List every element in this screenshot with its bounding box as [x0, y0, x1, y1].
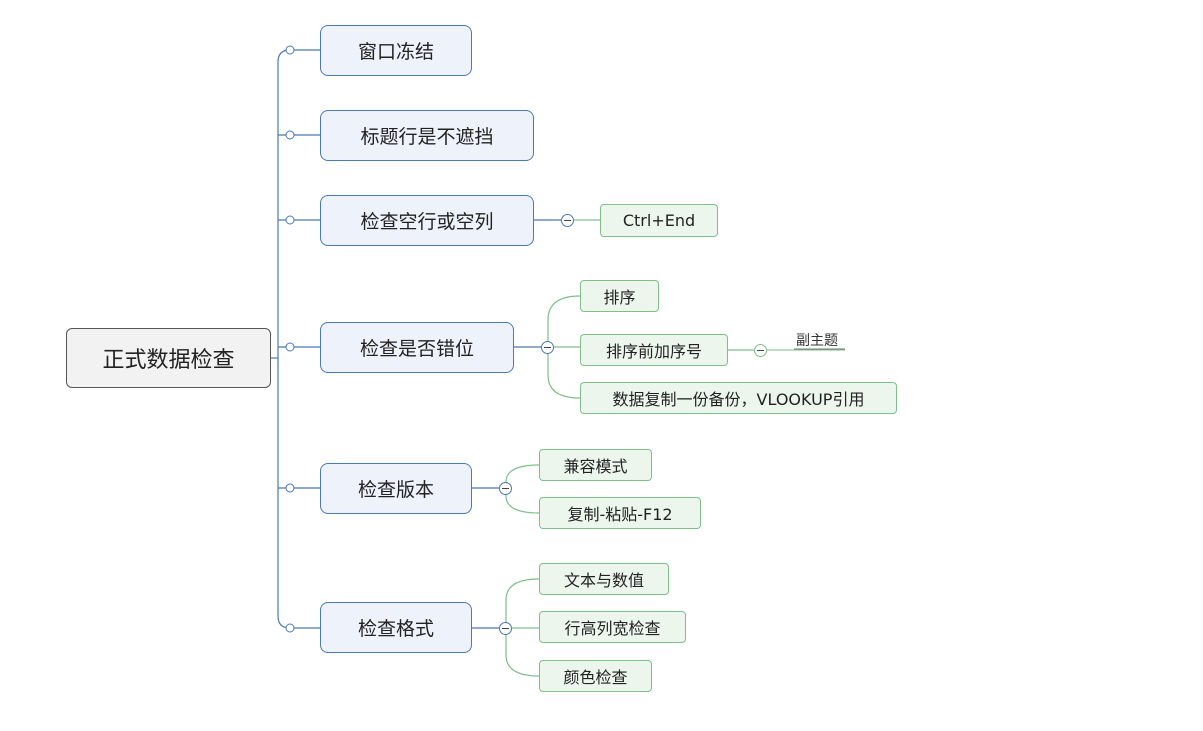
topic-header-row[interactable]: 标题行是不遮挡 — [320, 110, 534, 161]
topic-window-freeze[interactable]: 窗口冻结 — [320, 25, 472, 76]
collapse-icon[interactable] — [499, 622, 512, 635]
topic-check-version[interactable]: 检查版本 — [320, 463, 472, 514]
collapse-icon[interactable] — [541, 341, 554, 354]
collapse-icon[interactable] — [754, 344, 767, 357]
subtopic-sort-add-index[interactable]: 排序前加序号 — [580, 334, 728, 366]
topic-check-empty[interactable]: 检查空行或空列 — [320, 195, 534, 246]
subtopic-copy-paste-f12[interactable]: 复制-粘贴-F12 — [539, 497, 701, 529]
subtopic-sort[interactable]: 排序 — [580, 280, 659, 312]
subtopic-row-col-size[interactable]: 行高列宽检查 — [539, 611, 686, 643]
topic-check-misalign[interactable]: 检查是否错位 — [320, 322, 514, 373]
subtopic-ctrl-end[interactable]: Ctrl+End — [600, 204, 718, 237]
subtopic-backup-vlookup[interactable]: 数据复制一份备份，VLOOKUP引用 — [580, 382, 897, 414]
root-topic[interactable]: 正式数据检查 — [66, 328, 271, 388]
subtopic-compat-mode[interactable]: 兼容模式 — [539, 449, 652, 481]
subtopic-color-check[interactable]: 颜色检查 — [539, 660, 652, 692]
collapse-icon[interactable] — [499, 482, 512, 495]
subtopic-text-number[interactable]: 文本与数值 — [539, 563, 669, 595]
topic-check-format[interactable]: 检查格式 — [320, 602, 472, 653]
floating-subtopic[interactable]: 副主题 — [796, 333, 838, 349]
collapse-icon[interactable] — [561, 214, 574, 227]
